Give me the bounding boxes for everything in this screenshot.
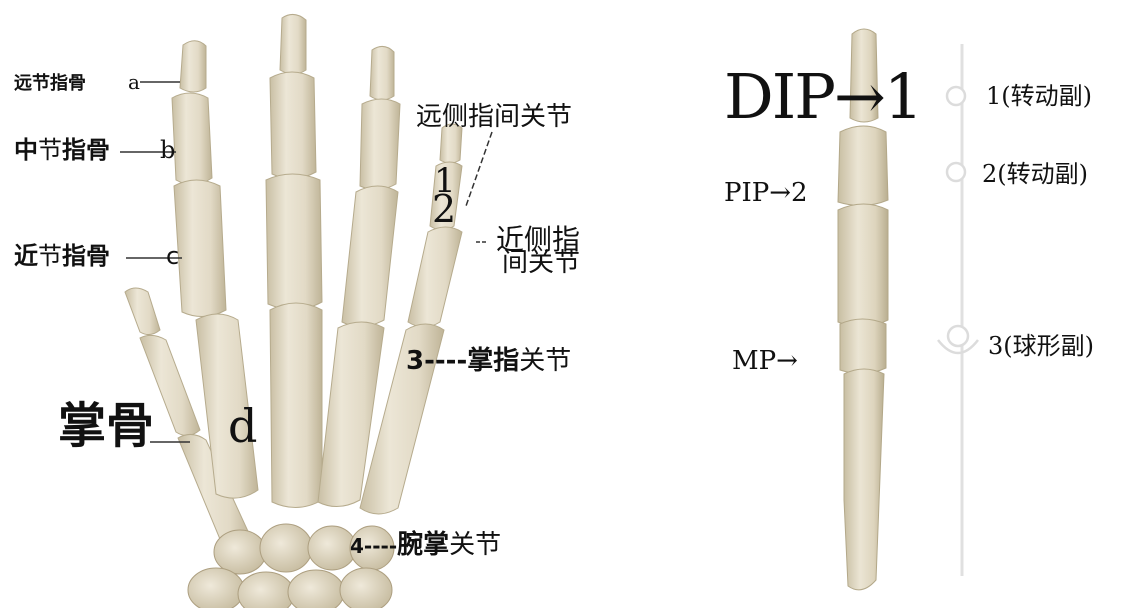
hand-skeleton-panel: 远节指骨a 中节指骨b 近节指骨c 掌骨d 远侧指间关节 1 2 近侧指 间关节… xyxy=(0,0,640,608)
dip-joint-label: 远侧指间关节 xyxy=(416,104,572,130)
joint-1-label: 1(转动副) xyxy=(986,84,1092,108)
middle-finger-bones xyxy=(266,14,322,507)
joint-1-symbol xyxy=(947,87,965,105)
dip-label: DIP→1 xyxy=(724,66,921,128)
joint-3-label: 3(球形副) xyxy=(988,334,1094,358)
mp-label: MP→ xyxy=(732,348,798,374)
pip-label: PIP→2 xyxy=(724,180,808,206)
metacarpal-label: 掌骨d xyxy=(58,402,257,450)
pip-joint-label-line2: 间关节 xyxy=(502,250,580,276)
mcp-joint-label: 3----掌指关节 xyxy=(406,348,571,374)
joint-2-symbol xyxy=(947,163,965,181)
middle-phalanx-label: 中节指骨b xyxy=(14,138,175,162)
joint-number-2: 2 xyxy=(432,190,456,228)
joint-3-ball-symbol xyxy=(938,326,978,353)
finger-kinematic-panel: DIP→1 PIP→2 MP→ 1(转动副) 2(转动副) 3(球形副) xyxy=(700,0,1148,608)
joint-2-label: 2(转动副) xyxy=(982,162,1088,186)
proximal-phalanx-label: 近节指骨c xyxy=(14,244,179,268)
cmc-joint-label: 4----腕掌关节 xyxy=(350,532,501,558)
distal-phalanx-label: 远节指骨a xyxy=(14,72,140,93)
